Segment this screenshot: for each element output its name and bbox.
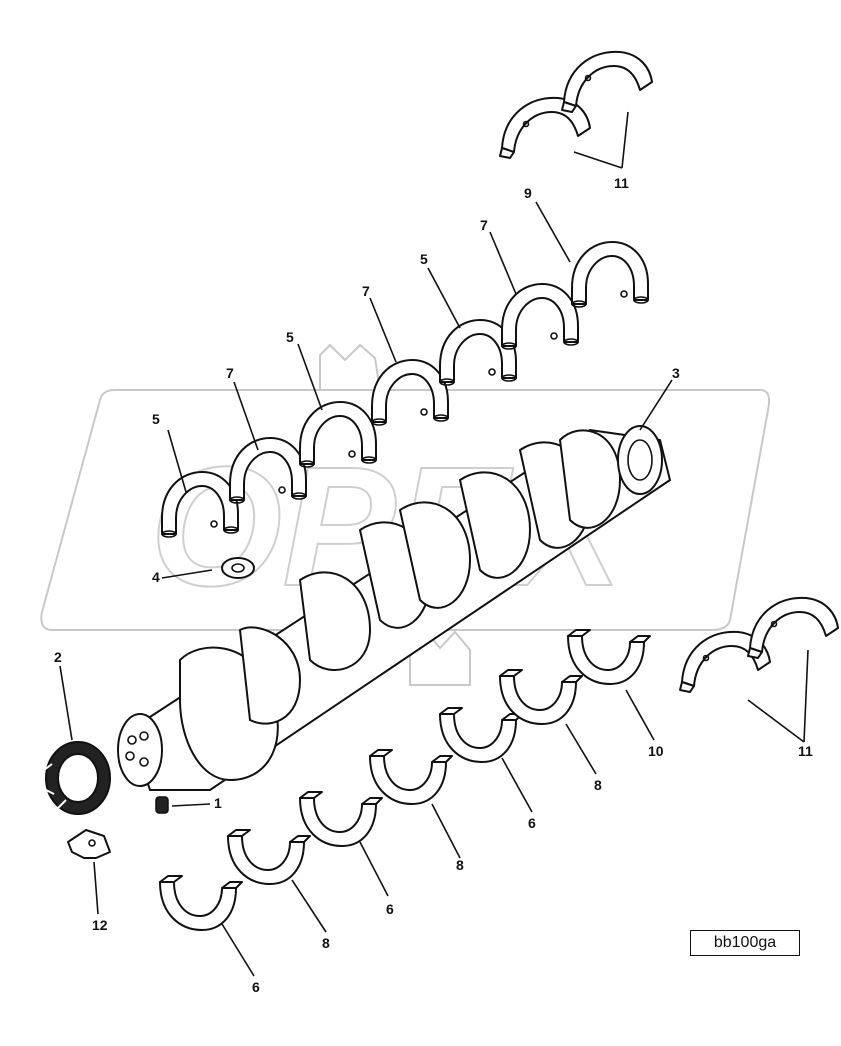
callout-6: 6 [528,815,536,831]
upper-rear-bearing-shell [571,241,649,308]
callout-6: 6 [252,979,260,995]
callout-8: 8 [456,857,464,873]
washer [221,557,255,579]
callout-labels: 1 2 3 4 5 5 5 6 6 6 7 7 7 8 8 8 9 10 11 … [54,175,813,995]
leader-lines [59,111,809,977]
callout-7: 7 [480,217,488,233]
upper-rod-bearing-shell [501,283,579,350]
callout-7: 7 [226,365,234,381]
callout-5: 5 [152,411,160,427]
callout-4: 4 [152,569,160,585]
thrust-washer-lower-right [747,596,839,659]
callout-11: 11 [614,175,629,191]
callout-11: 11 [798,743,813,759]
lower-rod-bearing-shell [369,749,453,805]
callout-9: 9 [524,185,532,201]
lower-rod-bearing-shell [227,829,311,885]
lower-main-bearing-shell [159,875,243,931]
callout-10: 10 [648,743,664,759]
upper-rod-bearing-shell [371,359,449,426]
callout-8: 8 [594,777,602,793]
callout-7: 7 [362,283,370,299]
callout-1: 1 [214,795,222,811]
callout-5: 5 [420,251,428,267]
figure-reference-code: bb100ga [690,930,800,956]
key [155,796,169,814]
timing-plate [67,829,111,859]
crankshaft [117,425,672,791]
crankshaft-gear [43,739,111,815]
callout-12: 12 [92,917,108,933]
callout-5: 5 [286,329,294,345]
callout-3: 3 [672,365,680,381]
callout-6: 6 [386,901,394,917]
thrust-washer-upper-right [561,50,653,113]
lower-main-bearing-shell [299,791,383,847]
callout-8: 8 [322,935,330,951]
lower-main-bearing-shell [439,707,523,763]
callout-2: 2 [54,649,62,665]
